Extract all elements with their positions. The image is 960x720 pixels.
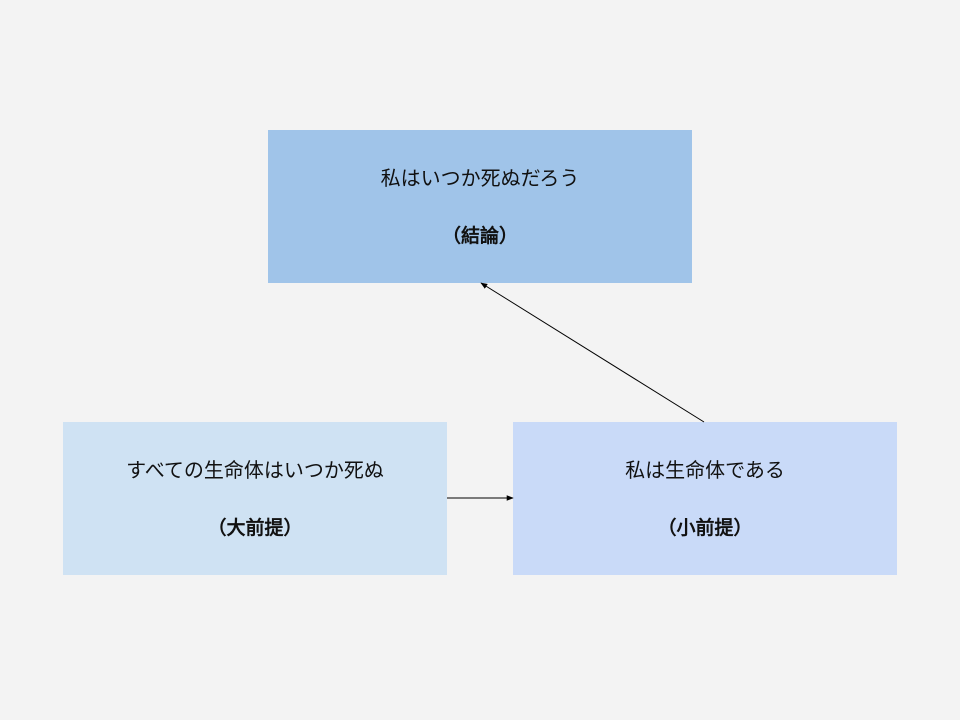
major-premise-role-label: （大前提） [207,516,303,539]
major-premise-box: すべての生命体はいつか死ぬ （大前提） [63,422,447,575]
minor-premise-text: 私は生命体である [625,457,785,482]
conclusion-text: 私はいつか死ぬだろう [380,165,580,190]
conclusion-role-label: （結論） [441,224,518,247]
arrow-minor-to-conclusion [480,282,705,423]
conclusion-box: 私はいつか死ぬだろう （結論） [268,130,692,283]
minor-premise-role-label: （小前提） [657,516,753,539]
minor-premise-box: 私は生命体である （小前提） [513,422,897,575]
major-premise-text: すべての生命体はいつか死ぬ [126,457,384,482]
